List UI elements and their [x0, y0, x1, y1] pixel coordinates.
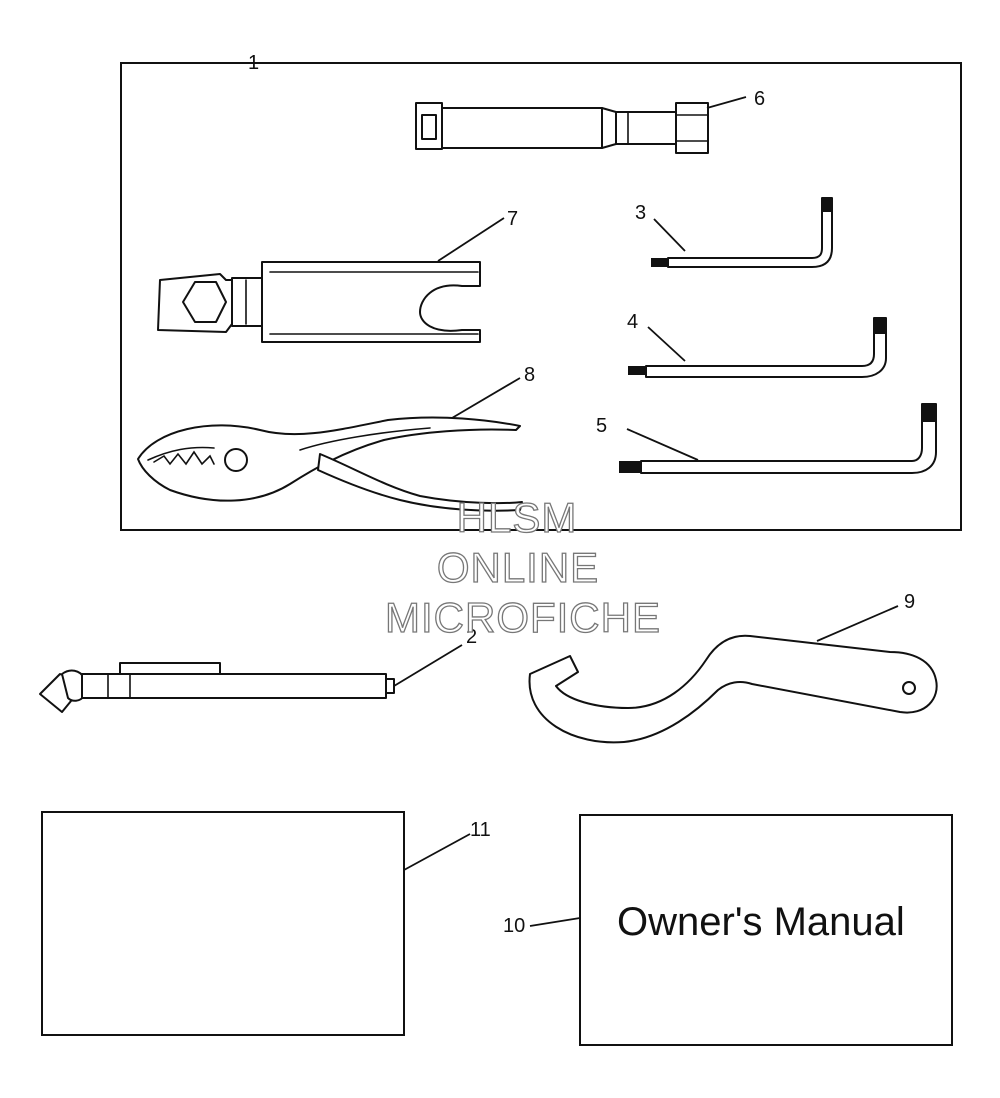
hex-key-part-3	[651, 197, 833, 268]
callout-8: 8	[524, 364, 535, 386]
callout-3: 3	[635, 202, 646, 224]
combination-wrench-part-7	[157, 261, 481, 343]
watermark: HLSM ONLINE MICROFICHE	[384, 493, 661, 641]
booklet-part-11	[41, 811, 405, 1036]
callout-2: 2	[466, 626, 477, 648]
socket-extension-part-6	[415, 102, 709, 154]
callout-11: 11	[470, 819, 491, 841]
callout-10: 10	[503, 915, 525, 937]
callout-5: 5	[596, 415, 607, 437]
callout-4: 4	[627, 311, 638, 333]
svg-text:HLSM: HLSM	[457, 494, 578, 541]
callout-6: 6	[754, 88, 765, 110]
tool-kit-frame	[120, 62, 962, 531]
svg-text:MICROFICHE: MICROFICHE	[385, 594, 661, 641]
svg-text:ONLINE: ONLINE	[437, 544, 599, 591]
hex-key-part-4	[628, 317, 887, 378]
pressure-gauge-part-2	[39, 662, 395, 713]
hex-key-part-5	[619, 403, 937, 474]
spanner-wrench-part-9	[528, 634, 938, 744]
callout-7: 7	[507, 208, 518, 230]
pliers-part-8	[137, 416, 523, 512]
callout-1: 1	[248, 52, 259, 74]
owners-manual-part-10	[579, 814, 953, 1046]
callout-9: 9	[904, 591, 915, 613]
owners-manual-title: Owner's Manual	[617, 900, 905, 944]
